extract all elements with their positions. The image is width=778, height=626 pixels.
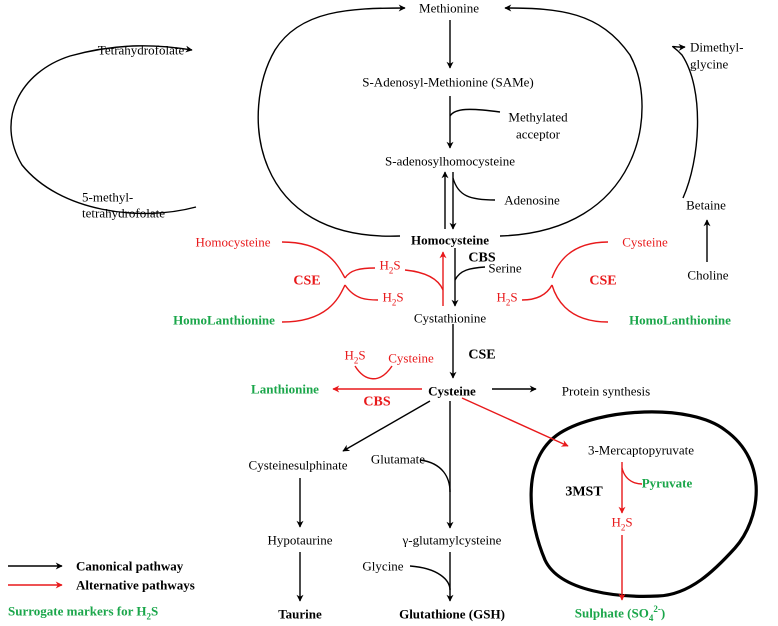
- taurine-label: Taurine: [278, 606, 322, 622]
- cysteinesulphinate-label: Cysteinesulphinate: [248, 457, 348, 473]
- cse-left-inner-upper: [344, 267, 376, 279]
- homolanthionine-right-label: HomoLanthionine: [629, 312, 731, 328]
- methionine-cycle-left-arc: [257, 4, 406, 237]
- cysteine-to-csa-arrow: [342, 400, 431, 452]
- cse-left-lower-curve: [281, 284, 346, 323]
- glutamate-label: Glutamate: [370, 451, 426, 467]
- protein-synthesis-label: Protein synthesis: [561, 383, 651, 399]
- mercaptopyruvate-label: 3-Mercaptopyruvate: [587, 442, 695, 458]
- cbs-lower-enzyme: CBS: [363, 394, 391, 410]
- cysteine-label: Cysteine: [428, 383, 476, 399]
- h2s-mst-label: H2S: [611, 514, 633, 533]
- glycine-label: Glycine: [362, 558, 404, 574]
- hypotaurine-label: Hypotaurine: [267, 532, 333, 548]
- cse-left-upper-curve: [281, 241, 346, 279]
- same-label: S-Adenosyl-Methionine (SAMe): [362, 74, 534, 90]
- glutamate-hook: [419, 459, 451, 493]
- mthf-label-2: tetrahydrofolate: [82, 205, 166, 221]
- adenosine-hook: [452, 177, 496, 201]
- mst-compartment: [529, 410, 758, 598]
- choline-label: Choline: [687, 267, 729, 283]
- h2s-lanthionine-label: H2S: [344, 347, 366, 366]
- serine-hook: [454, 266, 486, 281]
- mthf-label-1: 5-methyl-: [82, 189, 134, 205]
- legend-canonical-label: Canonical pathway: [76, 558, 184, 574]
- dmg-label-1: Dimethyl-: [690, 39, 744, 55]
- homolanthionine-left-label: HomoLanthionine: [173, 312, 275, 328]
- cse-right-enzyme: CSE: [589, 273, 617, 289]
- h2s-cse-left-label: H2S: [382, 289, 404, 308]
- cse-left-inner-lower: [344, 284, 379, 301]
- h2s-cse-right-label: H2S: [496, 289, 518, 308]
- gsh-label: Glutathione (GSH): [399, 606, 505, 622]
- cse-right-inner-lower: [521, 284, 553, 301]
- gamma-gc-label: γ-glutamylcysteine: [402, 532, 502, 548]
- legend-surrogate-label: Surrogate markers for H2S: [8, 603, 159, 622]
- cbs-lower-hook: [354, 365, 393, 380]
- methylated-label-1: Methylated: [508, 109, 568, 125]
- cse-left-enzyme: CSE: [293, 273, 321, 289]
- methylated-acceptor-hook: [449, 108, 501, 117]
- pyruvate-label: Pyruvate: [641, 475, 693, 491]
- pyruvate-hook: [621, 467, 643, 485]
- betaine-cycle: [671, 43, 699, 199]
- betaine-label: Betaine: [686, 197, 726, 213]
- serine-label: Serine: [488, 260, 522, 276]
- methylated-label-2: acceptor: [515, 126, 561, 142]
- sulphate-label: Sulphate (SO42-): [574, 604, 666, 623]
- cse-right-upper-curve: [551, 241, 609, 279]
- mst-enzyme: 3MST: [565, 484, 603, 500]
- h2s-cbs-label: H2S: [379, 257, 401, 276]
- cbs-h2s-hook: [404, 269, 444, 291]
- glycine-hook: [409, 565, 451, 591]
- lanthionine-label: Lanthionine: [251, 381, 319, 397]
- cysteine-cbs-label: Cysteine: [388, 350, 434, 366]
- homocysteine-left-label: Homocysteine: [195, 234, 271, 250]
- homocysteine-label: Homocysteine: [411, 232, 489, 248]
- methionine-cycle-right-arc: [499, 4, 643, 237]
- cse-right-lower-curve: [551, 284, 609, 323]
- legend-alternative-label: Alternative pathways: [76, 577, 195, 593]
- dmg-label-2: glycine: [690, 56, 729, 72]
- methionine-label: Methionine: [419, 0, 479, 16]
- cbs-upper-enzyme: CBS: [468, 250, 496, 266]
- cse-lower-enzyme: CSE: [468, 347, 496, 363]
- adenosine-label: Adenosine: [504, 192, 560, 208]
- cystathionine-label: Cystathionine: [413, 310, 487, 326]
- folate-cycle: [10, 45, 197, 215]
- thf-label: Tetrahydrofolate: [97, 42, 185, 58]
- cysteine-to-3mp-arrow: [461, 397, 569, 447]
- sah-label: S-adenosylhomocysteine: [385, 153, 515, 169]
- cysteine-right-label: Cysteine: [622, 234, 668, 250]
